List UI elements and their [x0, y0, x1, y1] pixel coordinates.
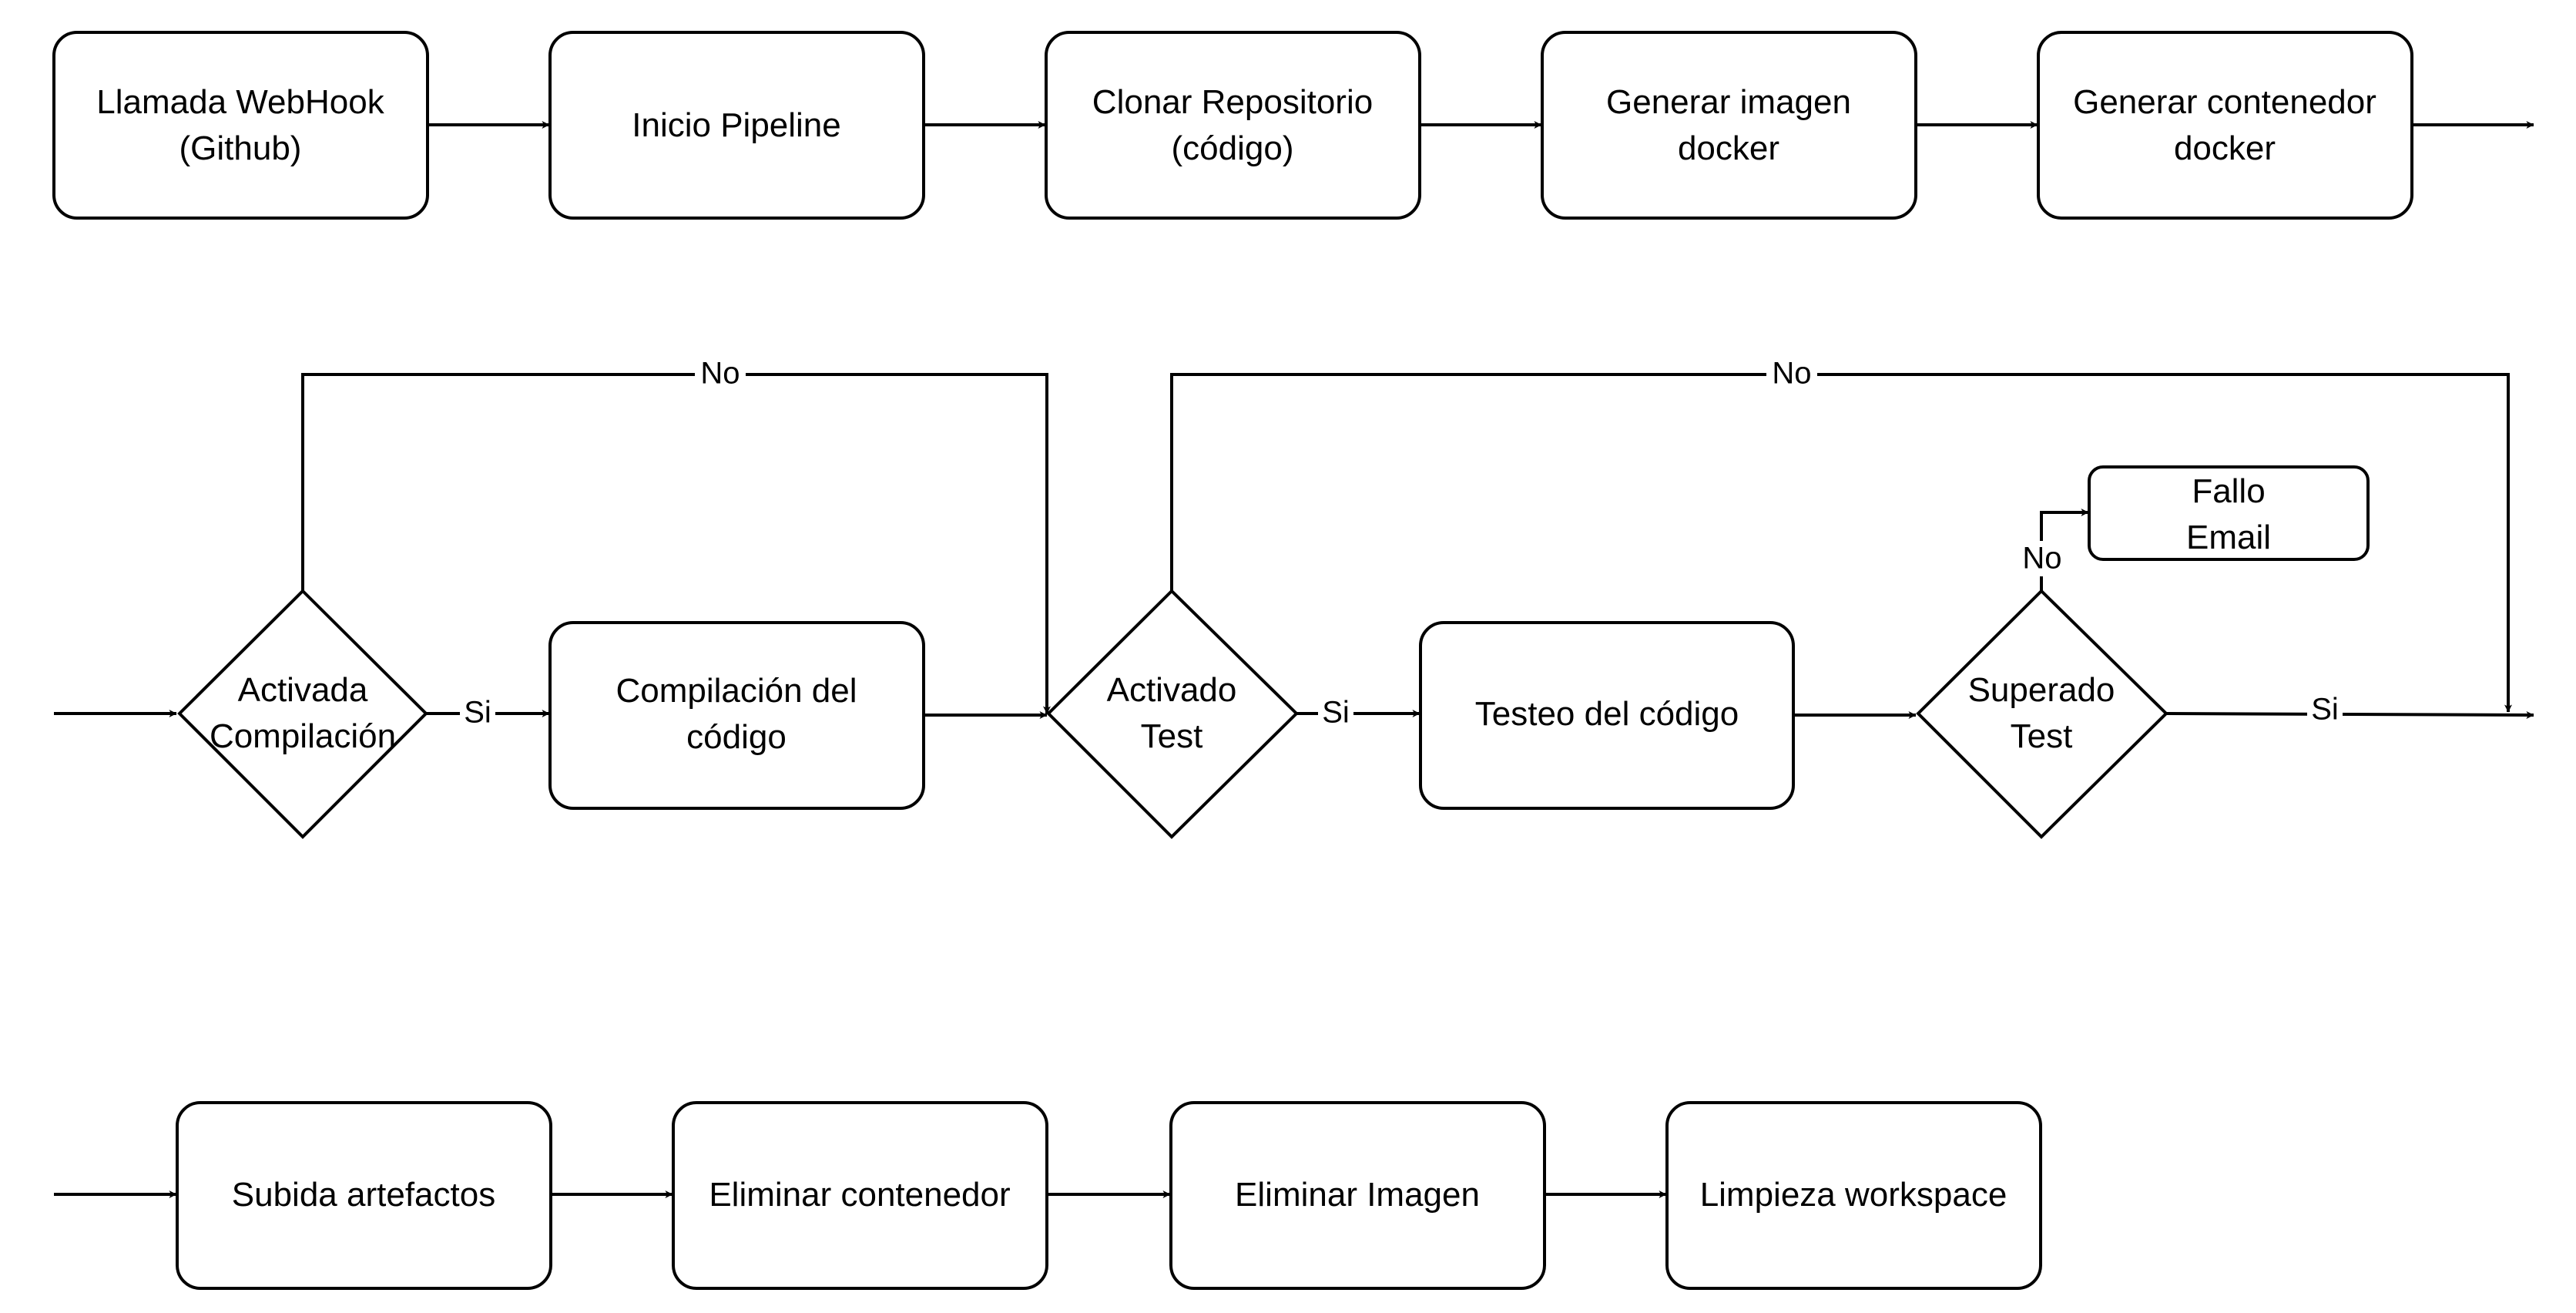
label-compilacion-no: No: [700, 357, 740, 391]
svg-text:Clonar Repositorio(código): Clonar Repositorio (código): [1092, 83, 1373, 167]
node-inicio-line1: Inicio Pipeline: [632, 106, 841, 144]
node-fallo-line1: Fallo: [2192, 472, 2265, 510]
node-llamada-webhook: Llamada WebHook (Github): [52, 31, 429, 220]
node-subida-line1: Subida artefactos: [232, 1176, 495, 1214]
node-eliminar-contenedor-line1: Eliminar contenedor: [709, 1176, 1010, 1214]
node-eliminar-contenedor: Eliminar contenedor: [672, 1101, 1048, 1290]
node-contenedor-line2: docker: [2174, 129, 2276, 167]
node-eliminar-imagen: Eliminar Imagen: [1169, 1101, 1546, 1290]
svg-text:Inicio Pipeline: Inicio Pipeline: [632, 106, 841, 144]
node-generar-contenedor: Generar contenedor docker: [2037, 31, 2413, 220]
node-fallo-line2: Email: [2186, 519, 2271, 556]
svg-text:Subida artefactos: Subida artefactos: [232, 1176, 495, 1214]
edge-labels: Si No Si No Si No: [460, 356, 2343, 730]
node-eliminar-imagen-line1: Eliminar Imagen: [1235, 1176, 1480, 1214]
label-test-no: No: [1772, 357, 1811, 391]
decision-superado-line2: Test: [2011, 717, 2073, 755]
svg-text:Eliminar Imagen: Eliminar Imagen: [1235, 1176, 1480, 1214]
nodes: Llamada WebHook(Github) Inicio Pipeline …: [52, 31, 2413, 1290]
svg-text:Eliminar contenedor: Eliminar contenedor: [709, 1176, 1010, 1214]
node-clonar-line2: (código): [1172, 129, 1294, 167]
decision-test-line1: Activado: [1107, 671, 1237, 709]
node-webhook-line1: Llamada WebHook: [96, 83, 384, 121]
node-testeo-codigo: Testeo del código: [1419, 621, 1795, 810]
node-subida-artefactos: Subida artefactos: [176, 1101, 552, 1290]
node-imagen-line2: docker: [1678, 129, 1779, 167]
node-imagen-line1: Generar imagen: [1606, 83, 1851, 121]
edges: [54, 121, 2534, 1198]
node-contenedor-line1: Generar contenedor: [2073, 83, 2376, 121]
label-compilacion-si: Si: [464, 696, 491, 730]
decision-compilacion-line1: Activada: [238, 671, 368, 709]
svg-text:Testeo del código: Testeo del código: [1475, 695, 1739, 733]
decision-compilacion-line2: Compilación: [210, 717, 396, 755]
decision-superado-line1: Superado: [1968, 671, 2115, 709]
node-clonar-line1: Clonar Repositorio: [1092, 83, 1373, 121]
node-webhook-line2: (Github): [179, 129, 302, 167]
edge-activado-test-no: [1170, 373, 2512, 713]
node-limpieza-workspace: Limpieza workspace: [1665, 1101, 2042, 1290]
node-compilacion-codigo: Compilación del código: [548, 621, 925, 810]
label-test-si: Si: [1322, 696, 1350, 730]
label-superado-no: No: [2022, 542, 2061, 576]
node-generar-imagen: Generar imagen docker: [1541, 31, 1917, 220]
label-superado-si: Si: [2311, 693, 2339, 727]
svg-text:Llamada WebHook(Github): Llamada WebHook (Github): [96, 83, 384, 167]
node-compilacion-line2: código: [686, 718, 787, 756]
svg-text:Limpieza workspace: Limpieza workspace: [1700, 1176, 2007, 1214]
node-testeo-line1: Testeo del código: [1475, 695, 1739, 733]
node-inicio-pipeline: Inicio Pipeline: [548, 31, 925, 220]
edge-activada-compilacion-no: [301, 373, 1051, 714]
node-limpieza-line1: Limpieza workspace: [1700, 1176, 2007, 1214]
decision-test-line2: Test: [1141, 717, 1203, 755]
node-compilacion-line1: Compilación del: [615, 672, 857, 710]
edge-superado-si: [2165, 710, 2534, 719]
node-clonar-repositorio: Clonar Repositorio (código): [1045, 31, 1421, 220]
